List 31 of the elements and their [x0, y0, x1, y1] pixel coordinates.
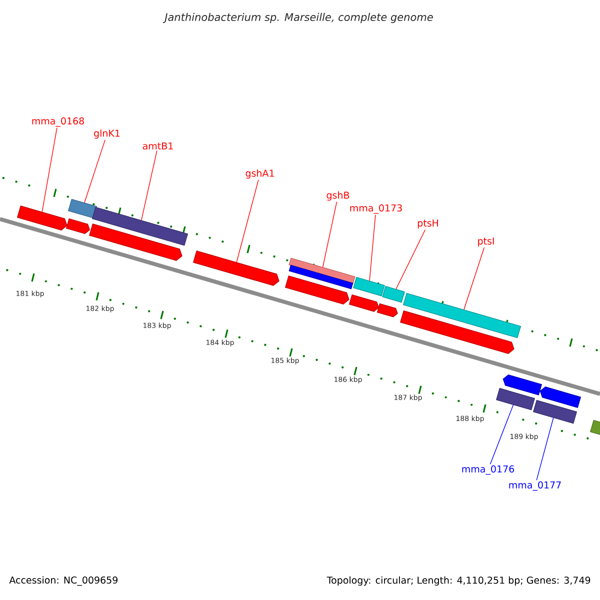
gene-feature: [376, 303, 398, 318]
gene-feature: [353, 276, 385, 296]
gene-label: ptsI: [478, 238, 494, 246]
leader-line: [464, 247, 485, 310]
leader-line: [141, 150, 158, 220]
gene-label: amtB1: [142, 142, 173, 150]
gene-label: mma_0168: [32, 117, 84, 127]
gene-feature: [192, 250, 280, 286]
leader-line: [84, 139, 106, 203]
gene-feature: [400, 310, 514, 354]
gene-label: glnK1: [94, 129, 120, 139]
leader-line: [369, 214, 376, 282]
gene-feature: [590, 420, 600, 438]
accession-text: Accession: NC_009659: [9, 576, 118, 586]
gene-label: gshA1: [246, 169, 274, 179]
gene-feature: [89, 223, 182, 261]
gene-feature: [288, 264, 354, 290]
leader-line: [322, 201, 338, 268]
gene-label: ptsH: [418, 220, 438, 228]
leader-line: [236, 179, 259, 262]
leader-line: [396, 229, 426, 290]
gene-label: gshB: [326, 191, 350, 201]
leader-line: [536, 418, 554, 481]
title: Janthinobacterium sp. Marseille, complete genome: [162, 12, 433, 24]
gene-label: mma_0177: [509, 481, 561, 491]
leader-line: [42, 128, 58, 212]
leader-line: [490, 404, 514, 465]
genome-info-text: Topology: circular; Length: 4,110,251 bp; Genes: 3,749: [326, 576, 590, 586]
gene-label: mma_0173: [350, 204, 402, 214]
gene-feature: [382, 286, 405, 303]
gene-label: mma_0176: [462, 465, 514, 475]
